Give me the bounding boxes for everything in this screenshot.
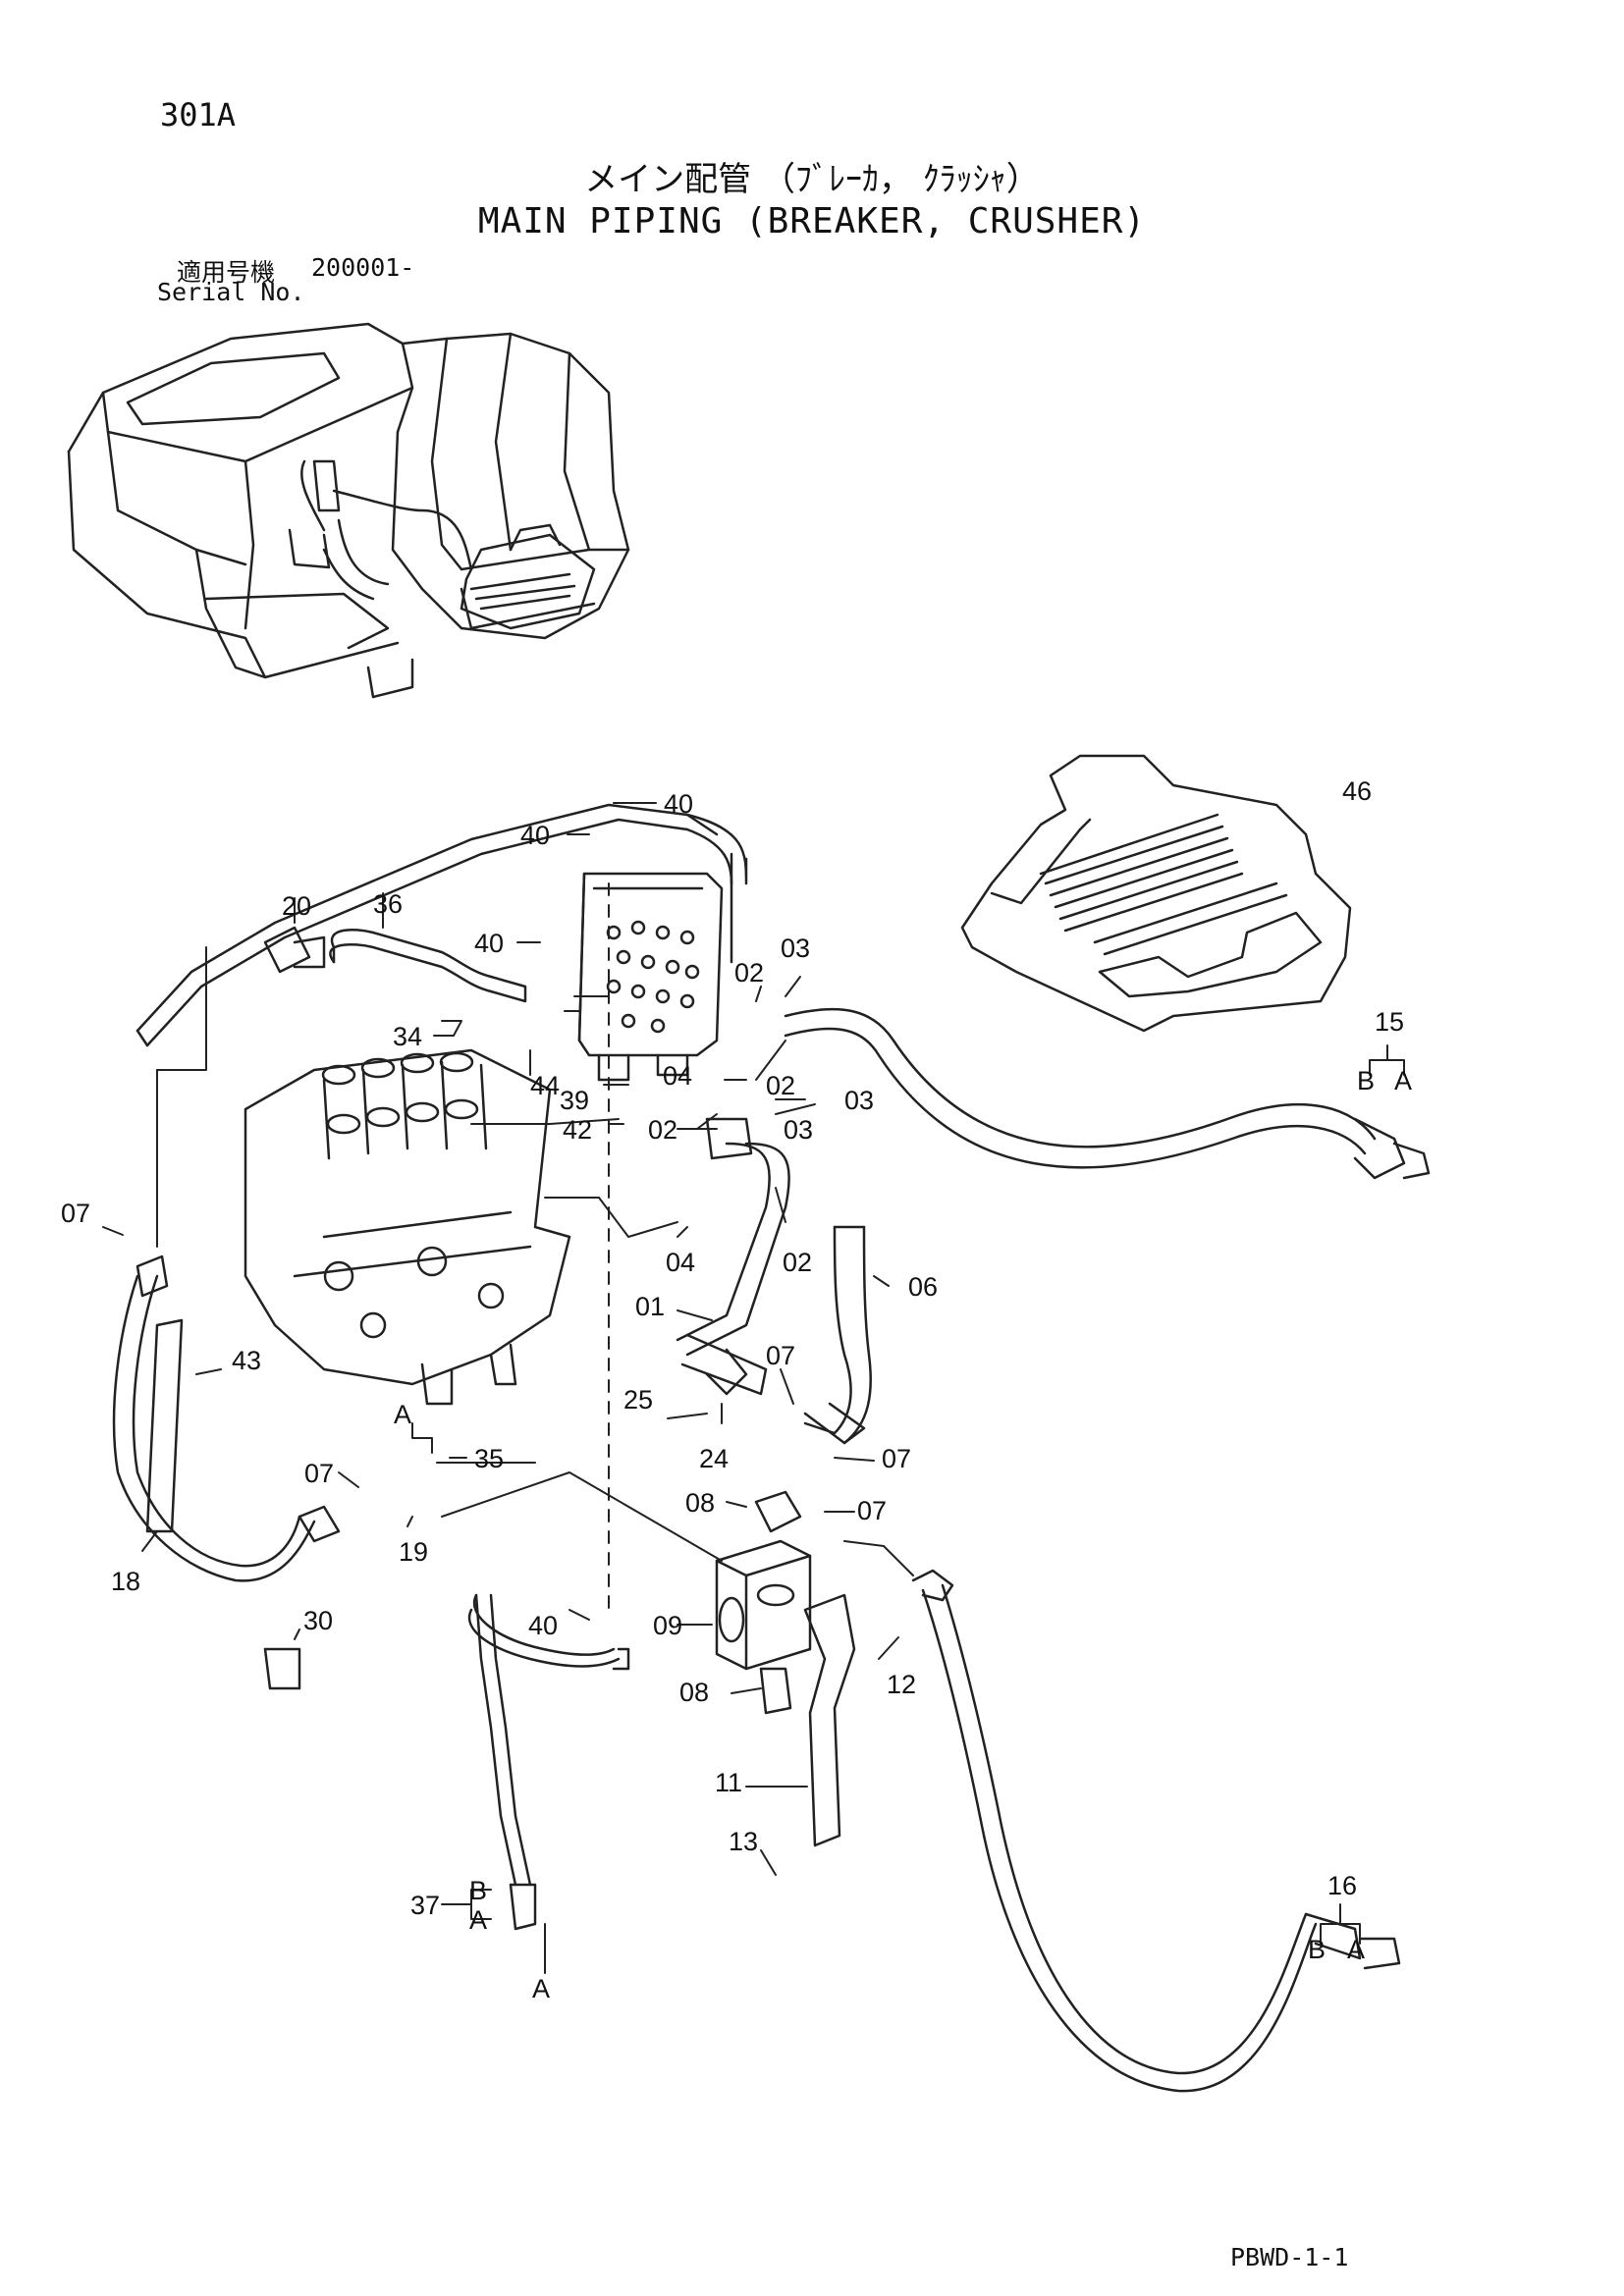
callout-36: 36	[373, 889, 403, 919]
hose-16	[921, 1588, 1318, 2093]
bracket-43	[145, 1318, 184, 1533]
callout-a-bottom: A	[532, 1974, 550, 2003]
callout-08-lower: 08	[679, 1678, 709, 1707]
callout-01: 01	[635, 1292, 665, 1321]
hose-36	[330, 928, 493, 979]
callout-43: 43	[232, 1346, 261, 1375]
page-number: 301A	[160, 96, 237, 133]
hose-15	[784, 1007, 1377, 1148]
callout-labels: 46 40 40 36 20 03 40 02 15 B A 34 44 04 …	[61, 776, 1412, 2003]
callout-03-a: 03	[781, 934, 810, 963]
callout-02-c: 02	[648, 1115, 677, 1145]
callout-a-valve: A	[394, 1400, 411, 1429]
callout-37-b: B	[469, 1876, 487, 1905]
callout-07-lower: 07	[304, 1459, 334, 1488]
title-english: MAIN PIPING (BREAKER, CRUSHER)	[477, 201, 1147, 241]
leader-lines	[102, 802, 1405, 1974]
hose-37	[467, 1608, 621, 1668]
floor-mat-46	[960, 754, 1352, 1033]
hose-06	[803, 1225, 852, 1435]
callout-15-a: A	[1394, 1066, 1412, 1095]
callout-30: 30	[303, 1606, 333, 1635]
callout-20: 20	[282, 891, 311, 921]
return-line-back	[145, 818, 689, 1047]
callout-39: 39	[560, 1086, 589, 1115]
callout-40-mid: 40	[474, 929, 504, 958]
callout-07-right-lower: 07	[857, 1496, 887, 1525]
callout-25: 25	[623, 1385, 653, 1415]
callout-40-upper: 40	[520, 821, 550, 850]
callout-34: 34	[393, 1022, 422, 1051]
callout-35: 35	[474, 1444, 504, 1473]
return-line	[135, 803, 719, 1033]
callout-37-a: A	[469, 1905, 487, 1935]
elbow-08	[754, 1490, 802, 1533]
pilot-valve-block	[577, 872, 724, 1082]
callout-07-right: 07	[882, 1444, 911, 1473]
fitting-20	[263, 926, 311, 974]
callout-02-a: 02	[734, 958, 764, 988]
callout-13: 13	[729, 1827, 758, 1856]
footer-code: PBWD-1-1	[1230, 2243, 1349, 2271]
callout-15-b: B	[1357, 1066, 1375, 1095]
callout-42: 42	[563, 1115, 592, 1145]
serial-number: 200001-	[311, 253, 415, 282]
block-09	[715, 1539, 812, 1671]
adapter-08	[759, 1667, 792, 1715]
callout-08-upper: 08	[685, 1488, 715, 1518]
callout-24: 24	[699, 1444, 729, 1473]
callout-16-b: B	[1308, 1935, 1326, 1964]
callout-11: 11	[715, 1768, 742, 1797]
callout-09: 09	[653, 1611, 682, 1640]
callout-18: 18	[111, 1567, 140, 1596]
callout-04-b: 04	[666, 1248, 695, 1277]
pipe-01	[685, 1142, 790, 1357]
callout-02-d: 02	[783, 1248, 812, 1277]
machine-overview-drawing	[67, 322, 630, 699]
callout-07-left: 07	[61, 1199, 90, 1228]
callout-12: 12	[887, 1670, 916, 1699]
callout-40-lower: 40	[528, 1611, 558, 1640]
callout-37: 37	[410, 1891, 440, 1920]
callout-46: 46	[1342, 776, 1372, 806]
callout-44: 44	[530, 1071, 560, 1100]
sheet-30	[263, 1647, 301, 1690]
return-line-vertical	[685, 828, 733, 964]
callout-07-mid: 07	[766, 1341, 795, 1370]
callout-19: 19	[399, 1537, 428, 1567]
callout-03-c: 03	[784, 1115, 813, 1145]
callout-15: 15	[1375, 1007, 1404, 1037]
plate-11	[803, 1593, 856, 1847]
callout-16-a: A	[1347, 1935, 1365, 1964]
control-valve	[244, 1048, 571, 1406]
callout-06: 06	[908, 1272, 938, 1302]
serial-label-japanese: 適用号機	[177, 258, 276, 287]
callout-02-b: 02	[766, 1071, 795, 1100]
callout-04-a: 04	[663, 1061, 692, 1091]
title-japanese: メイン配管 （ﾌﾞﾚｰｶ， ｸﾗｯｼｬ）	[584, 160, 1040, 199]
callout-40-top: 40	[664, 789, 693, 819]
serial-label-english: Serial No.	[157, 278, 305, 306]
callout-16: 16	[1327, 1871, 1357, 1900]
callout-03-b: 03	[844, 1086, 874, 1115]
clamp-02	[705, 1117, 753, 1160]
